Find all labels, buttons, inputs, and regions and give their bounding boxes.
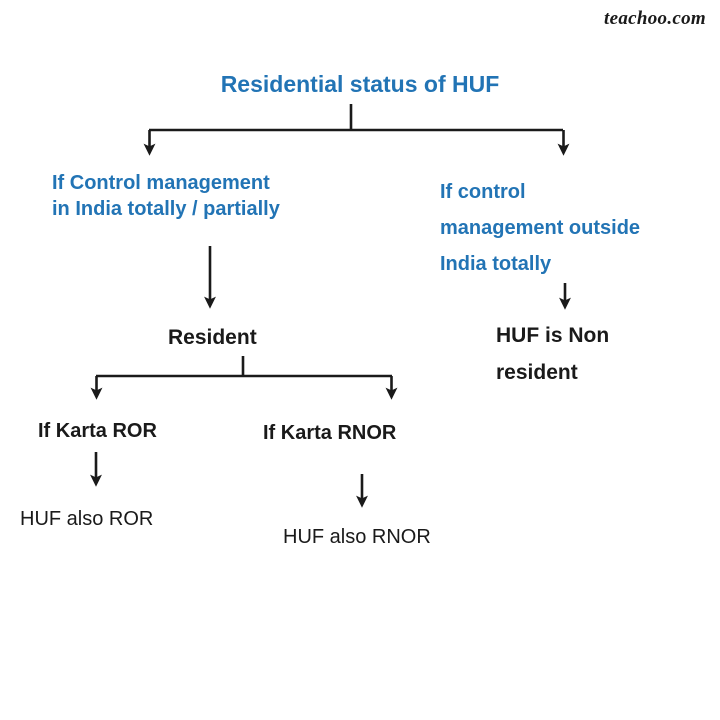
node-root-title: Residential status of HUF bbox=[220, 71, 500, 97]
node-resident: Resident bbox=[168, 326, 257, 349]
edge-resident-fork bbox=[90, 356, 398, 400]
node-if-karta-rnor: If Karta RNOR bbox=[263, 422, 397, 444]
node-huf-also-ror: HUF also ROR bbox=[20, 508, 154, 530]
node-branch-control-in-india: If Control management in India totally /… bbox=[52, 172, 280, 220]
edge-root-fork bbox=[143, 104, 570, 156]
node-huf-non-resident: HUF is Non resident bbox=[496, 324, 610, 384]
node-branch-control-outside-india: If control management outside India tota… bbox=[440, 181, 641, 275]
teachoo-watermark: teachoo.com bbox=[604, 8, 706, 29]
node-if-karta-ror: If Karta ROR bbox=[38, 420, 157, 442]
node-huf-also-rnor: HUF also RNOR bbox=[283, 526, 431, 548]
